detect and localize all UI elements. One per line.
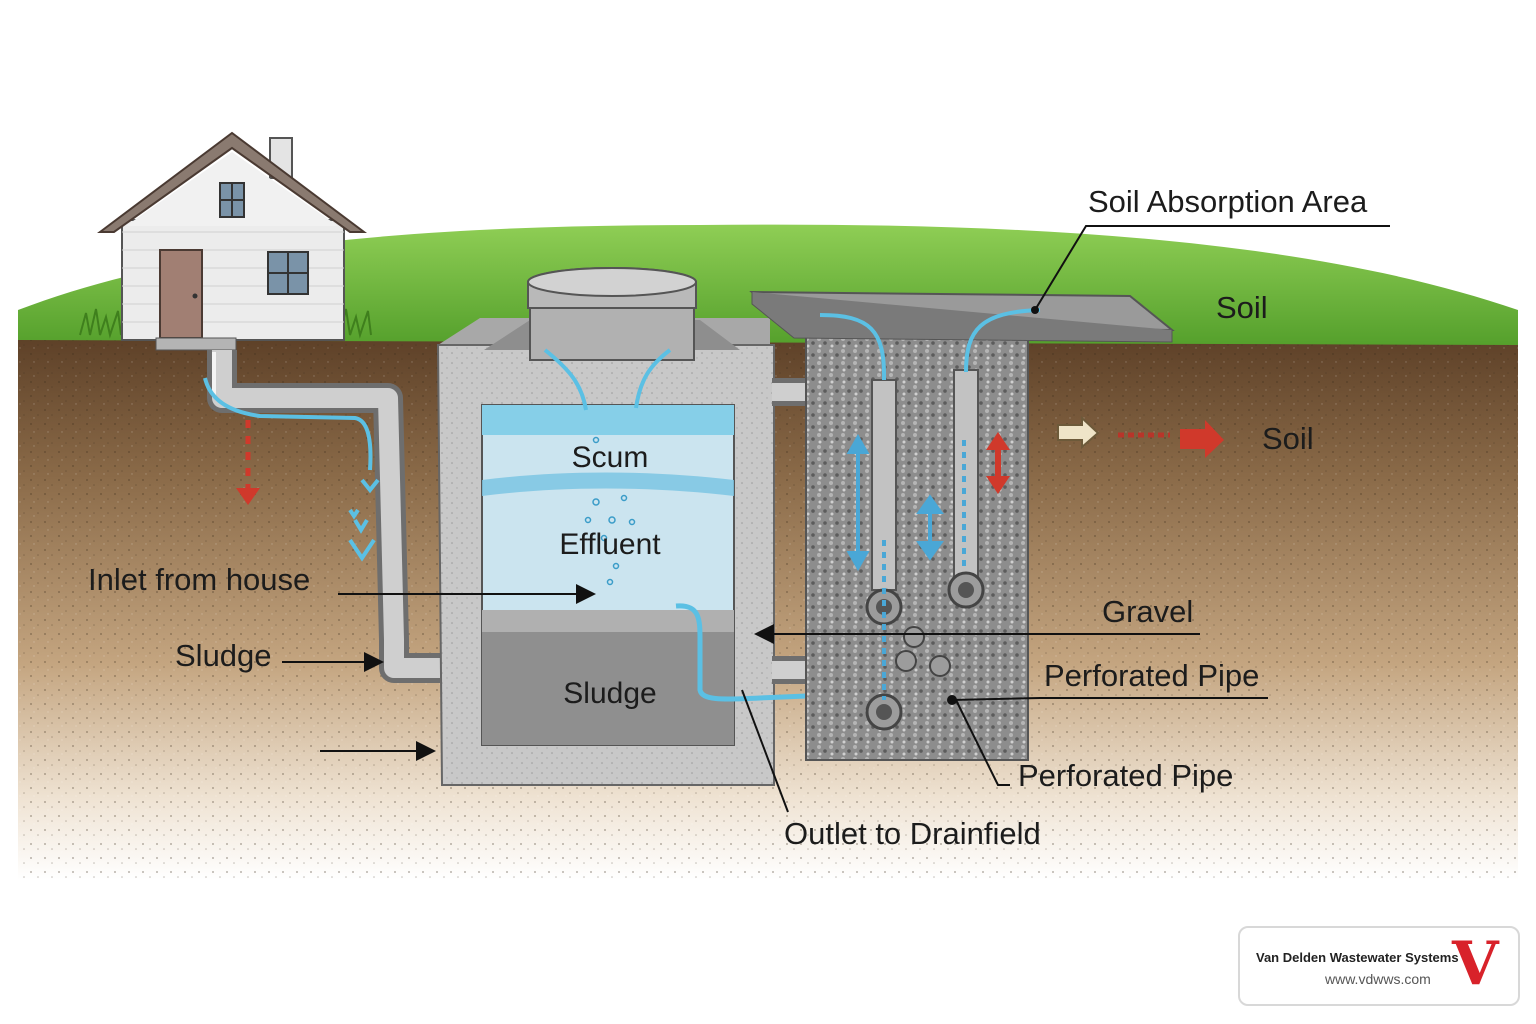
label-perforated-pipe-1: Perforated Pipe [1044,658,1260,693]
brand-url: www.vdwws.com [1325,971,1431,987]
leader-lines [282,225,1390,813]
label-inlet-from-house: Inlet from house [88,562,311,597]
tank-label-effluent: Effluent [559,528,661,561]
water-flow-left [203,377,380,562]
sludge-layer [482,610,734,745]
septic-tank [436,267,831,786]
brand-card: Van Delden Wastewater Systems www.vdwws.… [1238,926,1520,1006]
label-soil-absorption-area: Soil Absorption Area [1088,184,1368,219]
brand-logo-icon: V [1452,929,1499,999]
label-soil-right: Soil [1262,421,1314,456]
tank-label-sludge: Sludge [563,677,657,710]
inlet-pipe [207,350,440,683]
label-gravel: Gravel [1102,594,1194,629]
label-sludge-left: Sludge [175,638,272,673]
tank-label-scum: Scum [571,441,649,474]
label-outlet-to-drainfield: Outlet to Drainfield [784,816,1041,851]
label-soil-top: Soil [1216,290,1268,325]
red-flow-arrow-down [236,420,260,505]
label-perforated-pipe-2: Perforated Pipe [1018,758,1234,793]
brand-company-name: Van Delden Wastewater Systems [1256,950,1459,965]
scum-layer [482,405,734,435]
drainfield-trench [749,290,1175,761]
soil-outflow-arrow [1057,415,1224,458]
house-icon [97,131,367,351]
